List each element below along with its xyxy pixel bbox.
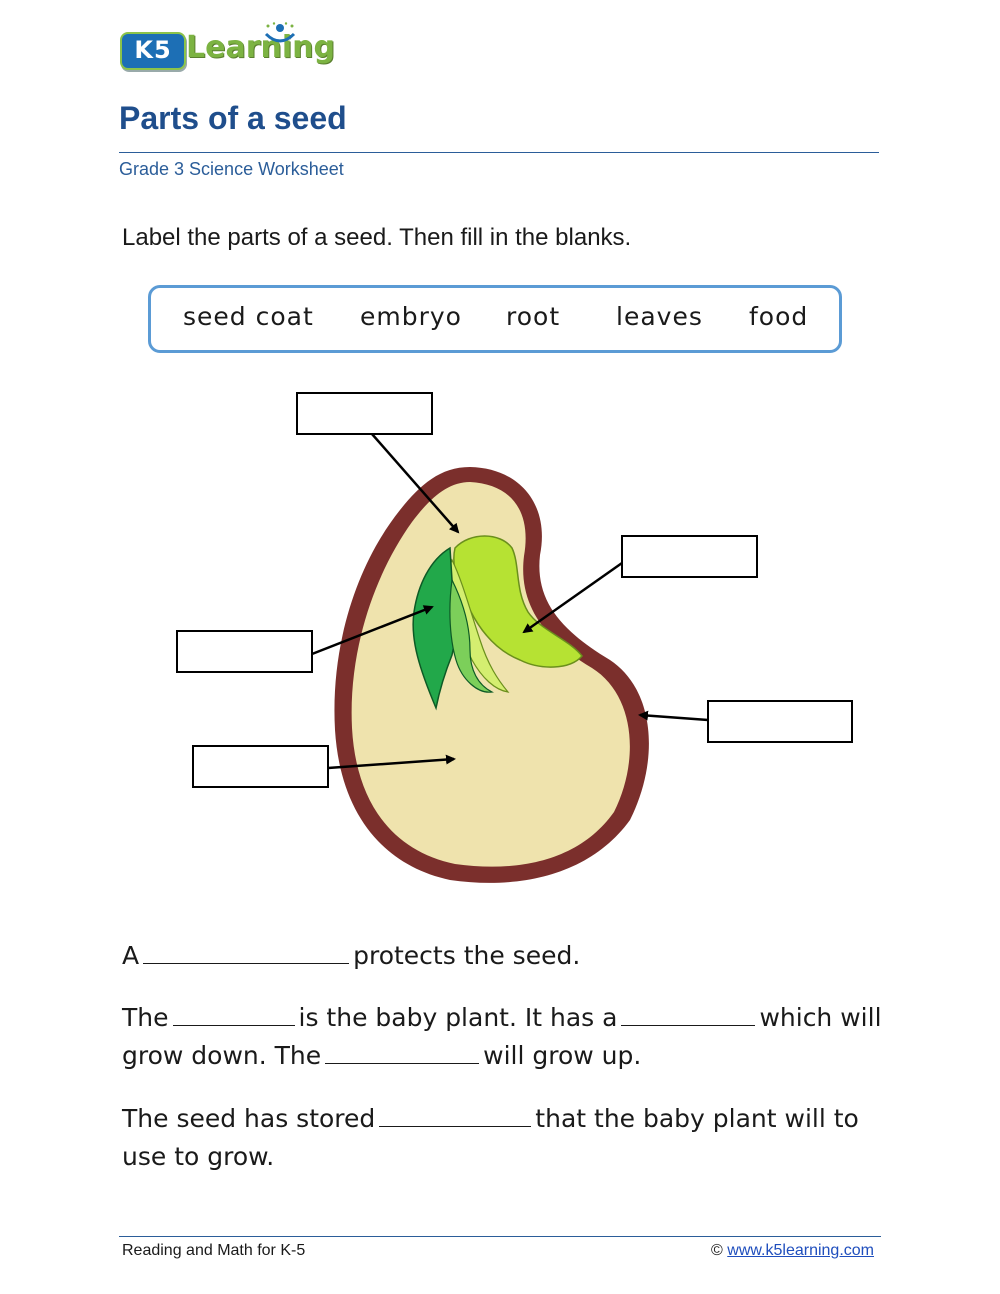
arrow — [638, 710, 709, 722]
sentence-text: is the baby plant. It has a — [298, 1003, 618, 1032]
sentence-text: The seed has stored — [122, 1104, 376, 1133]
answer-blank[interactable] — [379, 1100, 532, 1127]
label-box-root — [176, 630, 313, 673]
k5-learning-logo: K5 Learning — [120, 22, 335, 74]
arrow — [371, 433, 460, 534]
word-bank-item: embryo — [360, 302, 462, 331]
sentence-text: A — [122, 941, 140, 970]
logo-k5-badge: K5 — [120, 32, 186, 70]
footer-copyright: © www.k5learning.com — [711, 1242, 874, 1260]
answer-blank[interactable] — [172, 999, 295, 1026]
instructions-text: Label the parts of a seed. Then fill in … — [122, 224, 632, 251]
footer-divider — [119, 1236, 881, 1237]
sentence-text: that the baby plant will to use to grow. — [122, 1104, 859, 1171]
sentence-text: will grow up. — [483, 1041, 642, 1070]
word-bank-item: root — [506, 302, 561, 331]
answer-blank[interactable] — [621, 999, 756, 1026]
logo-wordmark: Learning — [186, 30, 335, 65]
label-box-food — [192, 745, 329, 788]
arrow — [522, 561, 623, 634]
answer-blank[interactable] — [143, 937, 350, 964]
footer-website-link[interactable]: www.k5learning.com — [727, 1242, 874, 1259]
logo-person-icon — [264, 22, 296, 43]
footer-tagline: Reading and Math for K-5 — [122, 1242, 306, 1259]
sentence-text: protects the seed. — [353, 941, 581, 970]
title-divider — [119, 152, 879, 153]
arrow — [311, 605, 434, 656]
sentence-text: which will grow down. The — [122, 1003, 882, 1070]
word-bank-box — [148, 285, 842, 353]
arrow — [327, 754, 456, 770]
answer-blank[interactable] — [325, 1037, 480, 1064]
sentence-text: The — [122, 1003, 169, 1032]
label-box-embryo — [621, 535, 758, 578]
word-bank-item: food — [749, 302, 809, 331]
seed-diagram — [176, 392, 853, 883]
word-bank-item: seed coat — [183, 302, 314, 331]
leaf-shape — [449, 577, 494, 693]
label-box-seed-coat — [707, 700, 853, 743]
page-title: Parts of a seed — [119, 100, 347, 136]
word-bank-item: leaves — [616, 302, 703, 331]
copyright-symbol: © — [711, 1242, 723, 1259]
label-box-leaves — [296, 392, 433, 435]
page-subtitle: Grade 3 Science Worksheet — [119, 159, 344, 179]
